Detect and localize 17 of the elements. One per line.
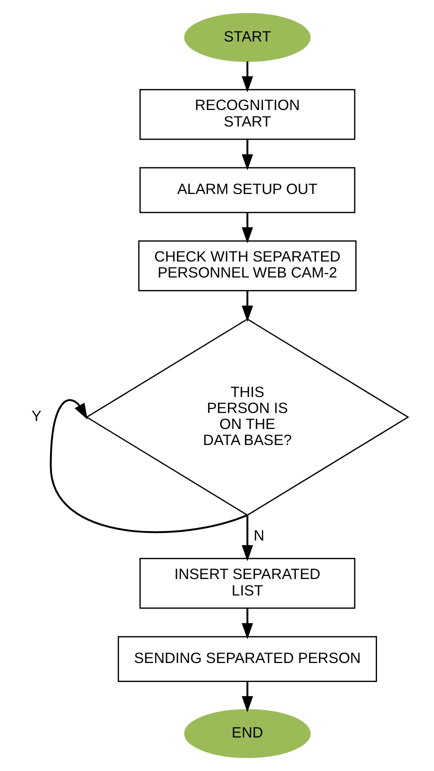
node-ellipse: END [184, 709, 311, 758]
arrow [242, 608, 254, 640]
node-diamond: THIS PERSON IS ON THE DATA BASE? [86, 318, 410, 516]
edge-label: N [254, 528, 264, 545]
arrow [242, 516, 254, 562]
node-box: RECOGNITION START [139, 89, 356, 140]
node-box: INSERT SEPARATED LIST [139, 558, 356, 609]
node-box: ALARM SETUP OUT [139, 167, 356, 214]
node-box: CHECK WITH SEPARATED PERSONNEL WEB CAM-2 [138, 240, 357, 292]
arrow [242, 61, 254, 92]
arrow [242, 682, 254, 712]
edge-label: Y [31, 408, 42, 425]
node-box: SENDING SEPARATED PERSON [118, 636, 378, 682]
arrow [242, 140, 254, 170]
arrow [242, 212, 254, 244]
node-ellipse: START [184, 13, 311, 62]
arrow [242, 290, 254, 322]
